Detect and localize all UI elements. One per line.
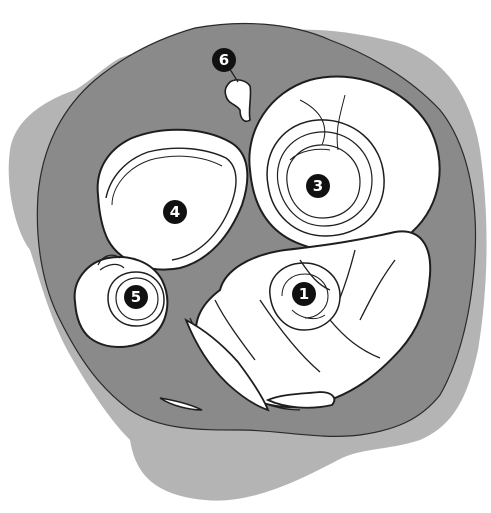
marker-5: 5 [124, 285, 148, 309]
marker-3: 3 [306, 174, 330, 198]
marker-6: 6 [212, 48, 236, 72]
marker-5-label: 5 [131, 288, 141, 306]
marker-1-label: 1 [299, 285, 309, 303]
marker-1: 1 [292, 282, 316, 306]
marker-4: 4 [163, 200, 187, 224]
marker-4-label: 4 [170, 203, 180, 221]
object-5 [75, 257, 168, 347]
marker-6-label: 6 [219, 51, 229, 69]
marker-3-label: 3 [313, 177, 323, 195]
